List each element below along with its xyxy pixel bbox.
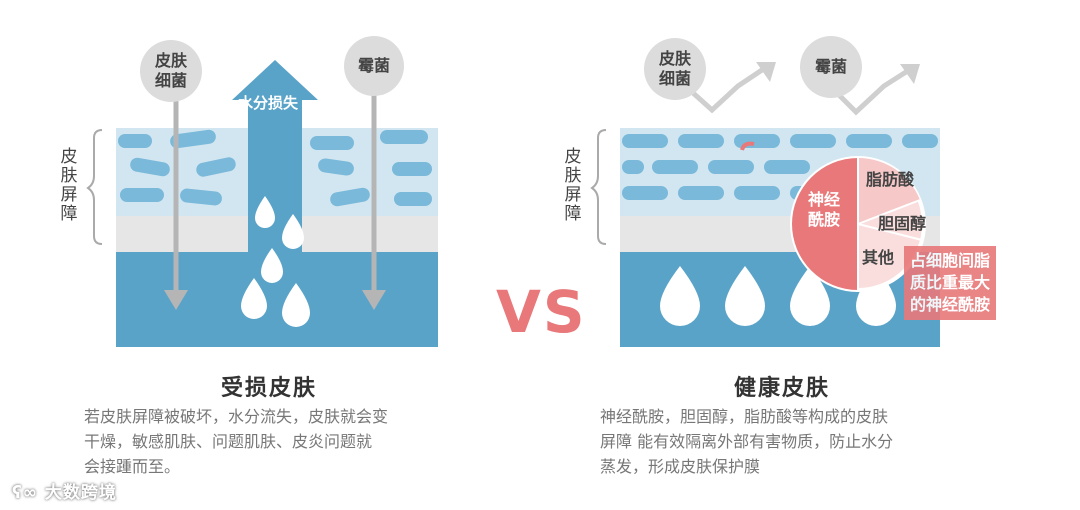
left-water-drops [241, 196, 310, 327]
left-barrier-label: 皮肤屏障 [60, 147, 78, 224]
magnified-pie [790, 156, 926, 292]
left-desc-line-1: 若皮肤屏障被破坏，水分流失，皮肤就会变 [84, 407, 389, 426]
pie-label-ceramide: 神经酰胺 [807, 190, 840, 229]
right-mold-deflect-arrow [836, 64, 920, 116]
left-panel-description: 若皮肤屏障被破坏，水分流失，皮肤就会变 干燥，敏感肌肤、问题肌肤、皮炎问题就 会… [84, 404, 484, 479]
left-bracket [86, 129, 103, 245]
right-bacteria-deflect-arrow [690, 62, 776, 114]
diagram-canvas [86, 60, 940, 347]
callout-line-3: 的神经酰胺 [910, 295, 991, 314]
watermark: ʕ∞ 大数跨境 [12, 478, 117, 503]
right-bubble-bacteria-text: 皮肤细菌 [658, 49, 691, 88]
callout-line-2: 质比重最大 [910, 273, 991, 292]
watermark-logo-icon: ʕ∞ [12, 483, 38, 503]
healthy-cells [622, 134, 938, 200]
left-mold-arrow [362, 90, 386, 310]
ceramide-callout: 占细胞间脂 质比重最大 的神经酰胺 [904, 246, 997, 320]
left-desc-line-2: 干燥，敏感肌肤、问题肌肤、皮炎问题就 [84, 432, 373, 451]
pie-label-cholesterol: 胆固醇 [878, 214, 927, 233]
left-panel-title: 受损皮肤 [221, 376, 318, 401]
water-loss-label: 水分损失 [238, 94, 299, 112]
right-bubble-mold-text: 霉菌 [814, 57, 847, 76]
left-bubble-mold: 霉菌 [344, 36, 404, 96]
left-bubble-bacteria: 皮肤细菌 [140, 40, 202, 102]
water-loss-arrow [232, 60, 318, 347]
right-panel-description: 神经酰胺，胆固醇，脂肪酸等构成的皮肤 屏障 能有效隔离外部有害物质，防止水分 蒸… [600, 404, 1000, 479]
watermark-text: 大数跨境 [44, 483, 117, 503]
right-panel-title: 健康皮肤 [734, 376, 831, 401]
right-bubble-mold: 霉菌 [800, 36, 862, 98]
pink-pointer-icon [740, 141, 755, 151]
right-bubble-bacteria: 皮肤细菌 [644, 38, 706, 100]
vs-label: VS [496, 278, 587, 346]
pie-label-fatty-acid: 脂肪酸 [866, 170, 915, 189]
right-desc-line-2: 屏障 能有效隔离外部有害物质，防止水分 [600, 432, 894, 451]
left-desc-line-3: 会接踵而至。 [84, 457, 181, 476]
left-bubble-bacteria-text: 皮肤细菌 [154, 51, 187, 90]
left-bacteria-arrow [164, 100, 188, 310]
right-desc-line-3: 蒸发，形成皮肤保护膜 [600, 457, 761, 476]
right-desc-line-1: 神经酰胺，胆固醇，脂肪酸等构成的皮肤 [600, 407, 889, 426]
right-bracket [590, 129, 607, 245]
left-bubble-mold-text: 霉菌 [357, 56, 390, 75]
pie-label-other: 其他 [862, 248, 895, 267]
callout-line-1: 占细胞间脂 [910, 251, 991, 270]
right-barrier-label: 皮肤屏障 [564, 147, 582, 224]
damaged-cells [118, 129, 432, 207]
